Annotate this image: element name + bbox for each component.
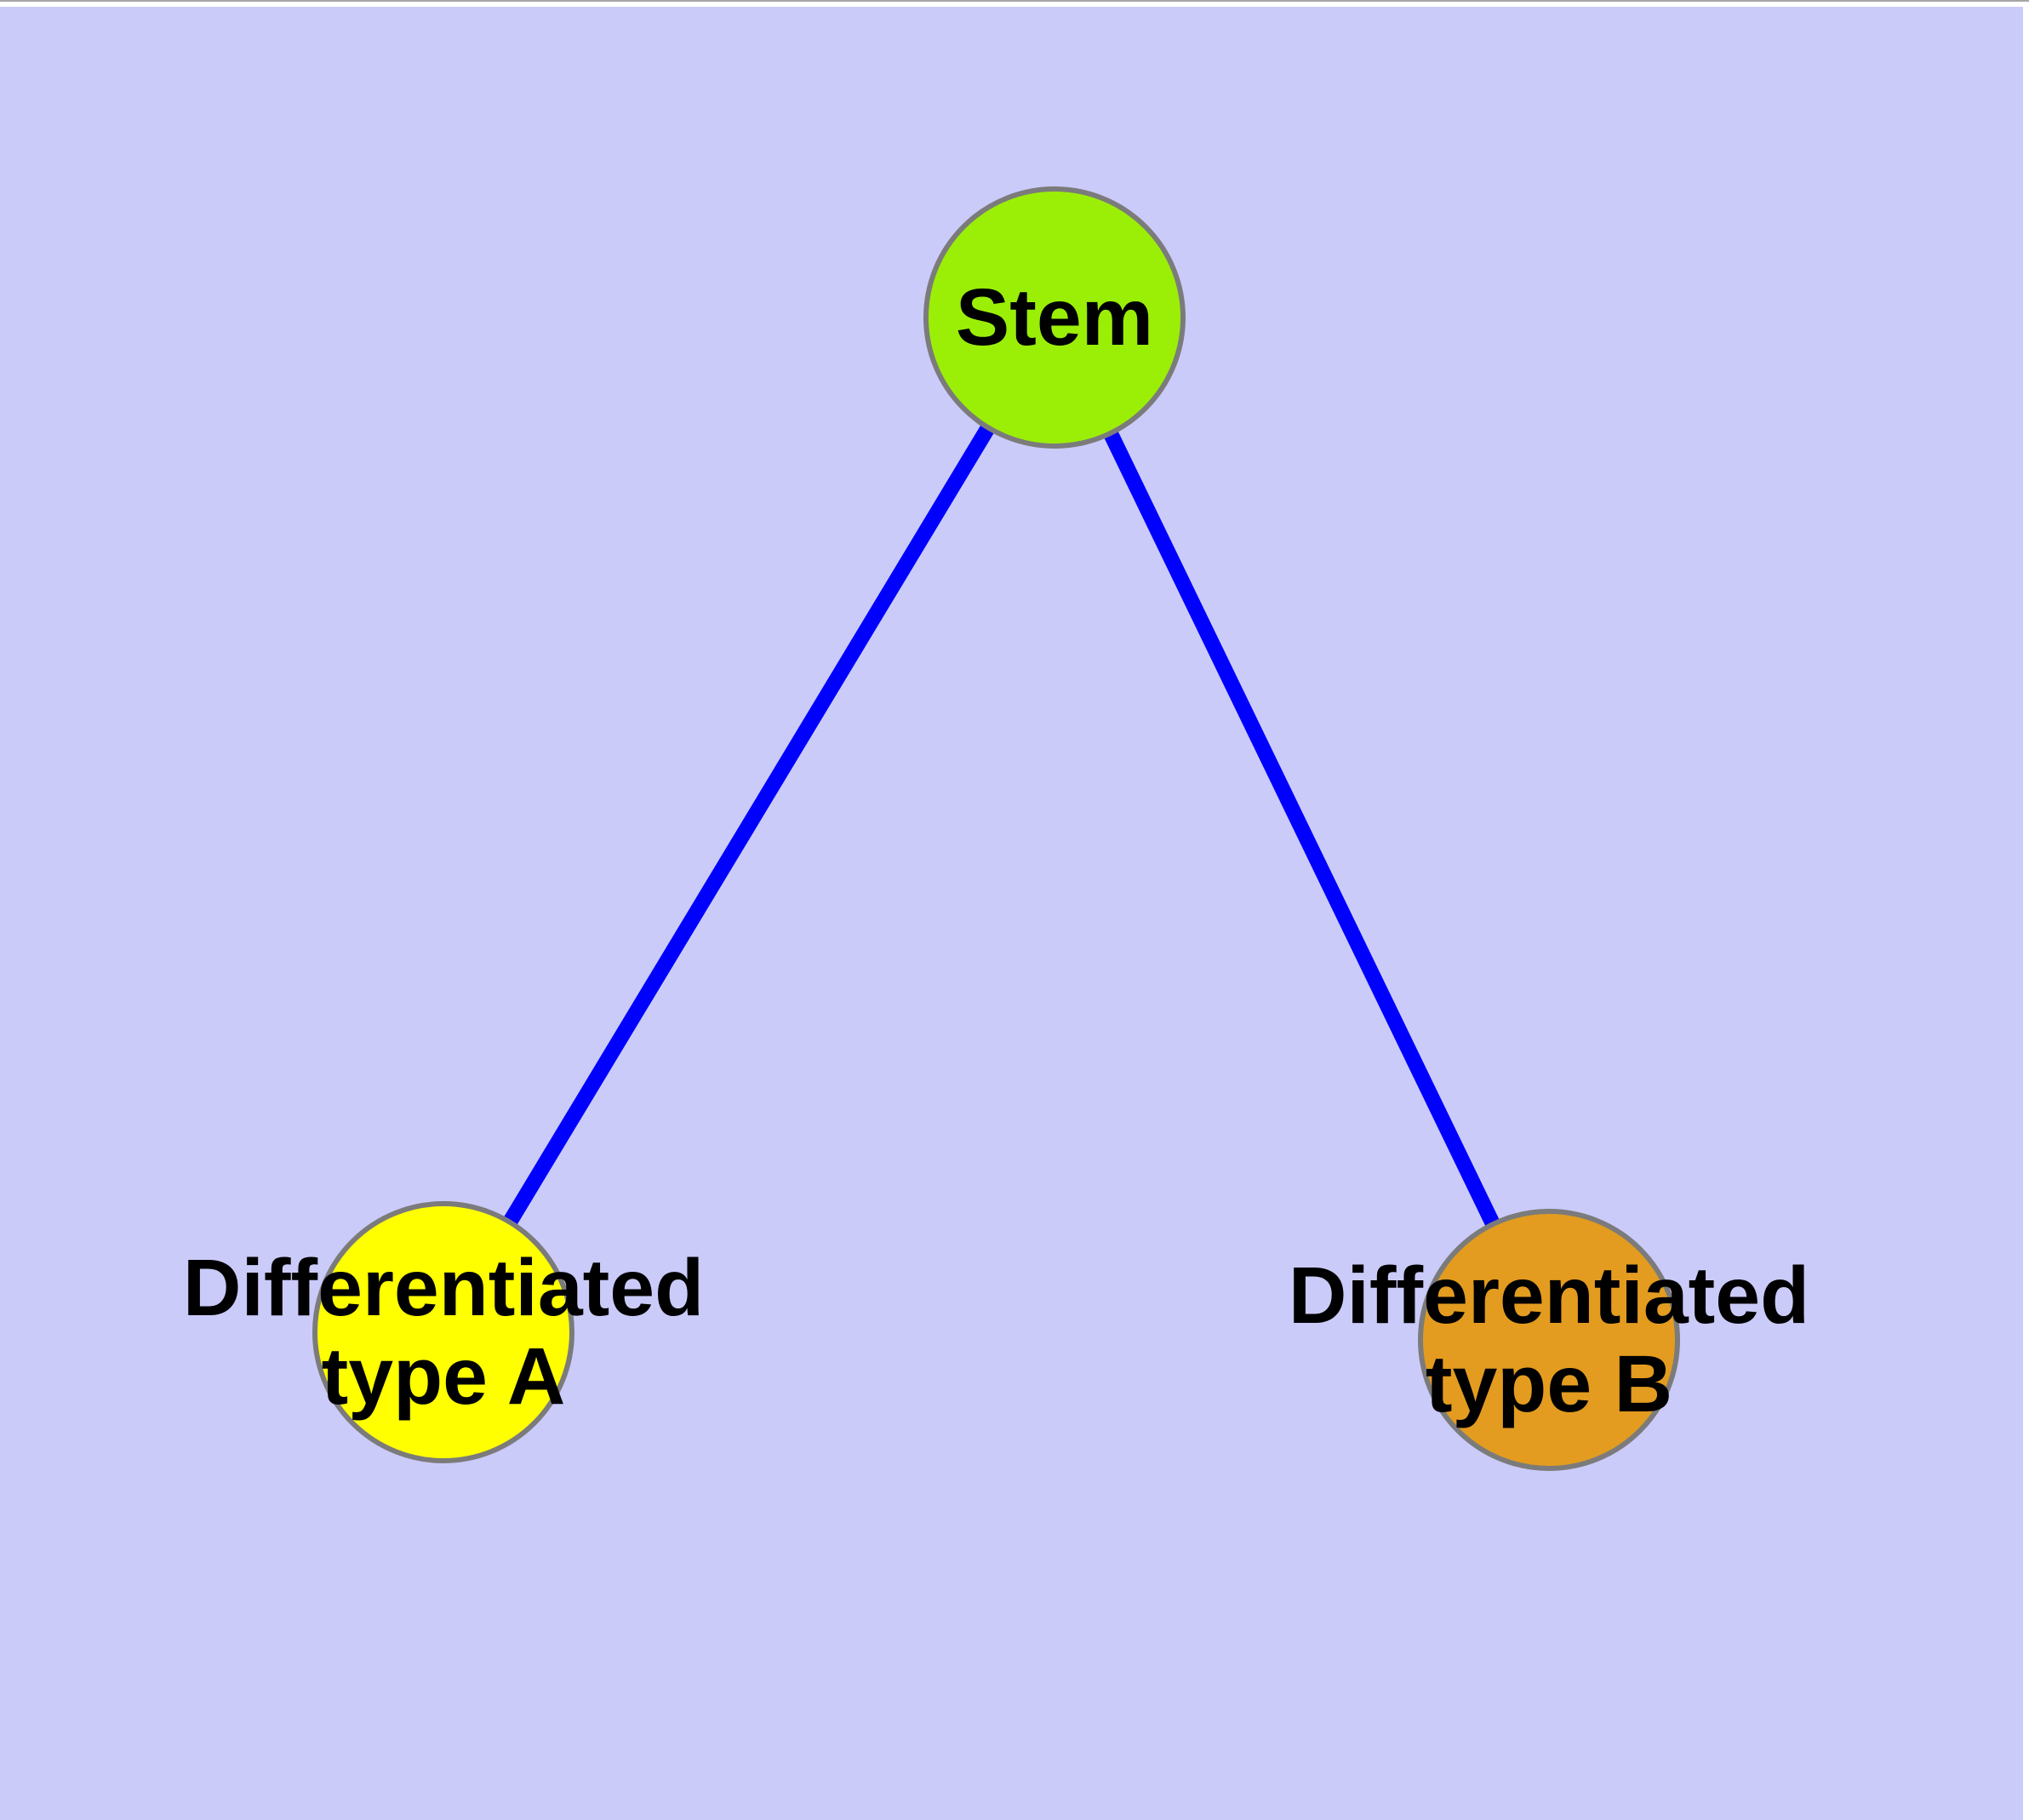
top-hairline bbox=[0, 0, 2029, 2]
node-differentiated-type-a bbox=[312, 1201, 574, 1463]
node-stem-label: Stem bbox=[956, 272, 1153, 363]
node-type-b-label-line2: type B bbox=[1426, 1339, 1672, 1429]
node-type-b-label-line1: Differentiated bbox=[1289, 1251, 1809, 1341]
edge-stem-to-type-b bbox=[1047, 314, 1557, 1343]
node-stem bbox=[923, 186, 1186, 449]
node-type-a-label-line2: type A bbox=[322, 1331, 566, 1422]
node-type-a-label-line1: Differentiated bbox=[183, 1243, 704, 1333]
node-differentiated-type-b bbox=[1418, 1209, 1680, 1471]
edge-stem-to-type-a bbox=[437, 313, 1061, 1336]
